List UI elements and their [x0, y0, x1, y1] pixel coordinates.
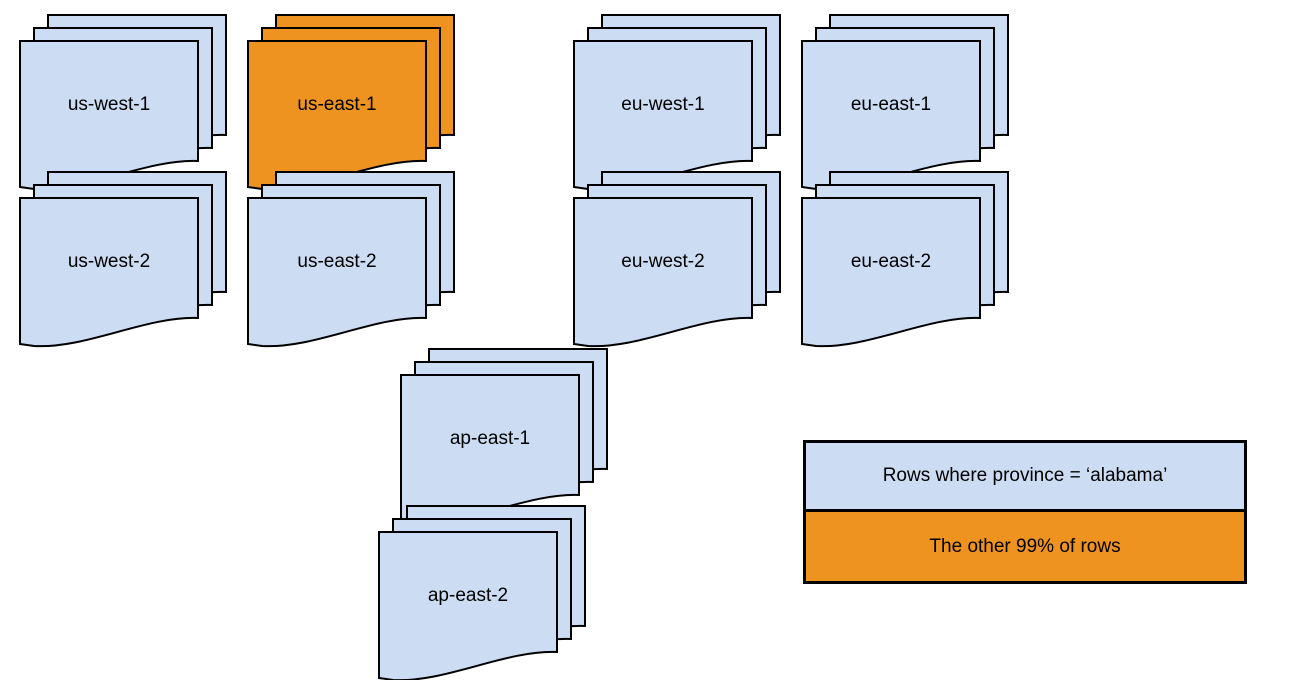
- stack-label-us-east-2: us-east-2: [297, 251, 377, 272]
- legend-row-orange: The other 99% of rows: [806, 512, 1244, 581]
- stack-sheet: [19, 197, 199, 348]
- document-stack-eu-west-1[interactable]: eu-west-1: [573, 14, 786, 191]
- document-stack-us-west-2[interactable]: us-west-2: [19, 171, 232, 348]
- stack-label-ap-east-2: ap-east-2: [427, 585, 509, 606]
- stack-label-eu-east-1: eu-east-1: [850, 94, 932, 115]
- document-stack-eu-east-1[interactable]: eu-east-1: [801, 14, 1014, 191]
- legend-row-blue: Rows where province = ‘alabama’: [806, 443, 1244, 512]
- document-stack-eu-east-2[interactable]: eu-east-2: [801, 171, 1014, 348]
- document-stack-us-east-2[interactable]: us-east-2: [247, 171, 460, 348]
- legend-label-blue: Rows where province = ‘alabama’: [882, 465, 1168, 486]
- stack-sheet: [573, 197, 753, 348]
- stack-label-us-east-1: us-east-1: [297, 94, 377, 115]
- stack-sheet: [378, 531, 558, 680]
- stack-label-eu-west-1: eu-west-1: [621, 94, 705, 115]
- stack-sheet: [247, 197, 427, 348]
- document-stack-us-west-1[interactable]: us-west-1: [19, 14, 232, 191]
- stack-sheet: [801, 197, 981, 348]
- stack-label-us-west-1: us-west-1: [67, 94, 151, 115]
- stack-label-eu-west-2: eu-west-2: [621, 251, 705, 272]
- document-stack-ap-east-2[interactable]: ap-east-2: [378, 505, 591, 680]
- document-stack-eu-west-2[interactable]: eu-west-2: [573, 171, 786, 348]
- legend-label-orange: The other 99% of rows: [929, 535, 1121, 557]
- document-stack-ap-east-1[interactable]: ap-east-1: [400, 348, 613, 525]
- stack-label-ap-east-1: ap-east-1: [449, 428, 531, 449]
- stack-label-eu-east-2: eu-east-2: [850, 251, 932, 272]
- stack-label-us-west-2: us-west-2: [67, 251, 151, 272]
- legend-box: Rows where province = ‘alabama’ The othe…: [803, 440, 1247, 584]
- document-stack-us-east-1[interactable]: us-east-1: [247, 14, 460, 191]
